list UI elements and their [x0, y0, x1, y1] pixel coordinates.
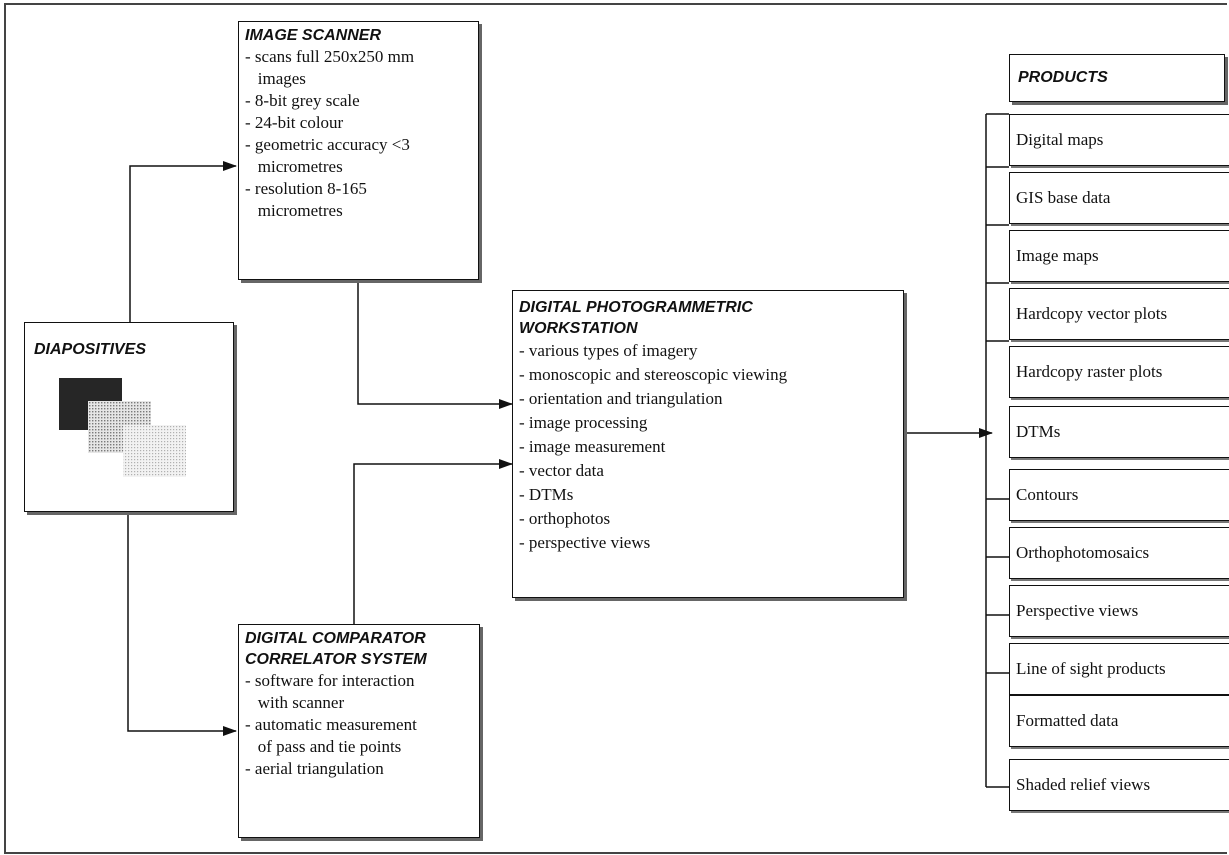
- product-image-maps: Image maps: [1009, 230, 1229, 282]
- arrow-scanner-to-workstation: [357, 280, 513, 409]
- diapositives-title: DIAPOSITIVES: [34, 341, 147, 358]
- list-item: - geometric accuracy <3: [245, 135, 410, 154]
- list-item: - 8-bit grey scale: [245, 91, 360, 110]
- image-scanner-title: IMAGE SCANNER: [245, 27, 382, 44]
- workstation-items: - various types of imagery - monoscopic …: [519, 339, 897, 555]
- list-item: - resolution 8-165: [245, 179, 367, 198]
- diapositives-box: DIAPOSITIVES: [24, 322, 234, 512]
- film-stack-icon: [59, 378, 186, 477]
- products-title: PRODUCTS: [1018, 69, 1108, 86]
- list-item: micrometres: [245, 157, 343, 176]
- diagram-frame: [4, 3, 1227, 854]
- list-item: micrometres: [245, 201, 343, 220]
- list-item: - aerial triangulation: [245, 759, 384, 778]
- list-item: images: [245, 69, 306, 88]
- comparator-box: DIGITAL COMPARATOR CORRELATOR SYSTEM - s…: [238, 624, 480, 838]
- product-perspective-views: Perspective views: [1009, 585, 1229, 637]
- image-scanner-items: - scans full 250x250 mm images - 8-bit g…: [245, 46, 472, 222]
- workstation-box: DIGITAL PHOTOGRAMMETRIC WORKSTATION - va…: [512, 290, 904, 598]
- product-dtms: DTMs: [1009, 406, 1229, 458]
- product-hardcopy-raster-plots: Hardcopy raster plots: [1009, 346, 1229, 398]
- list-item: - orientation and triangulation: [519, 389, 723, 408]
- list-item: - image processing: [519, 413, 648, 432]
- products-title-box: PRODUCTS: [1009, 54, 1225, 102]
- products-bracket-ticks: [986, 113, 1009, 788]
- arrow-comparator-to-workstation: [353, 459, 513, 624]
- list-item: with scanner: [245, 693, 345, 712]
- product-digital-maps: Digital maps: [1009, 114, 1229, 166]
- list-item: - 24-bit colour: [245, 113, 344, 132]
- product-contours: Contours: [1009, 469, 1229, 521]
- list-item: - software for interaction: [245, 671, 415, 690]
- product-orthophotomosaics: Orthophotomosaics: [1009, 527, 1229, 579]
- product-formatted-data: Formatted data: [1009, 695, 1229, 747]
- arrow-diapositives-to-scanner: [129, 161, 237, 322]
- product-shaded-relief-views: Shaded relief views: [1009, 759, 1229, 811]
- list-item: - perspective views: [519, 533, 651, 552]
- list-item: - orthophotos: [519, 509, 611, 528]
- comparator-title: DIGITAL COMPARATOR CORRELATOR SYSTEM: [245, 630, 427, 668]
- list-item: - various types of imagery: [519, 341, 698, 360]
- image-scanner-box: IMAGE SCANNER - scans full 250x250 mm im…: [238, 21, 479, 280]
- list-item: - scans full 250x250 mm: [245, 47, 415, 66]
- list-item: - vector data: [519, 461, 604, 480]
- list-item: - automatic measurement: [245, 715, 417, 734]
- product-line-of-sight: Line of sight products: [1009, 643, 1229, 695]
- product-hardcopy-vector-plots: Hardcopy vector plots: [1009, 288, 1229, 340]
- comparator-items: - software for interaction with scanner …: [245, 670, 473, 780]
- product-gis-base-data: GIS base data: [1009, 172, 1229, 224]
- arrow-diapositives-to-comparator: [127, 512, 237, 736]
- workstation-title: DIGITAL PHOTOGRAMMETRIC WORKSTATION: [519, 299, 753, 337]
- list-item: of pass and tie points: [245, 737, 402, 756]
- list-item: - image measurement: [519, 437, 666, 456]
- list-item: - monoscopic and stereoscopic viewing: [519, 365, 788, 384]
- list-item: - DTMs: [519, 485, 574, 504]
